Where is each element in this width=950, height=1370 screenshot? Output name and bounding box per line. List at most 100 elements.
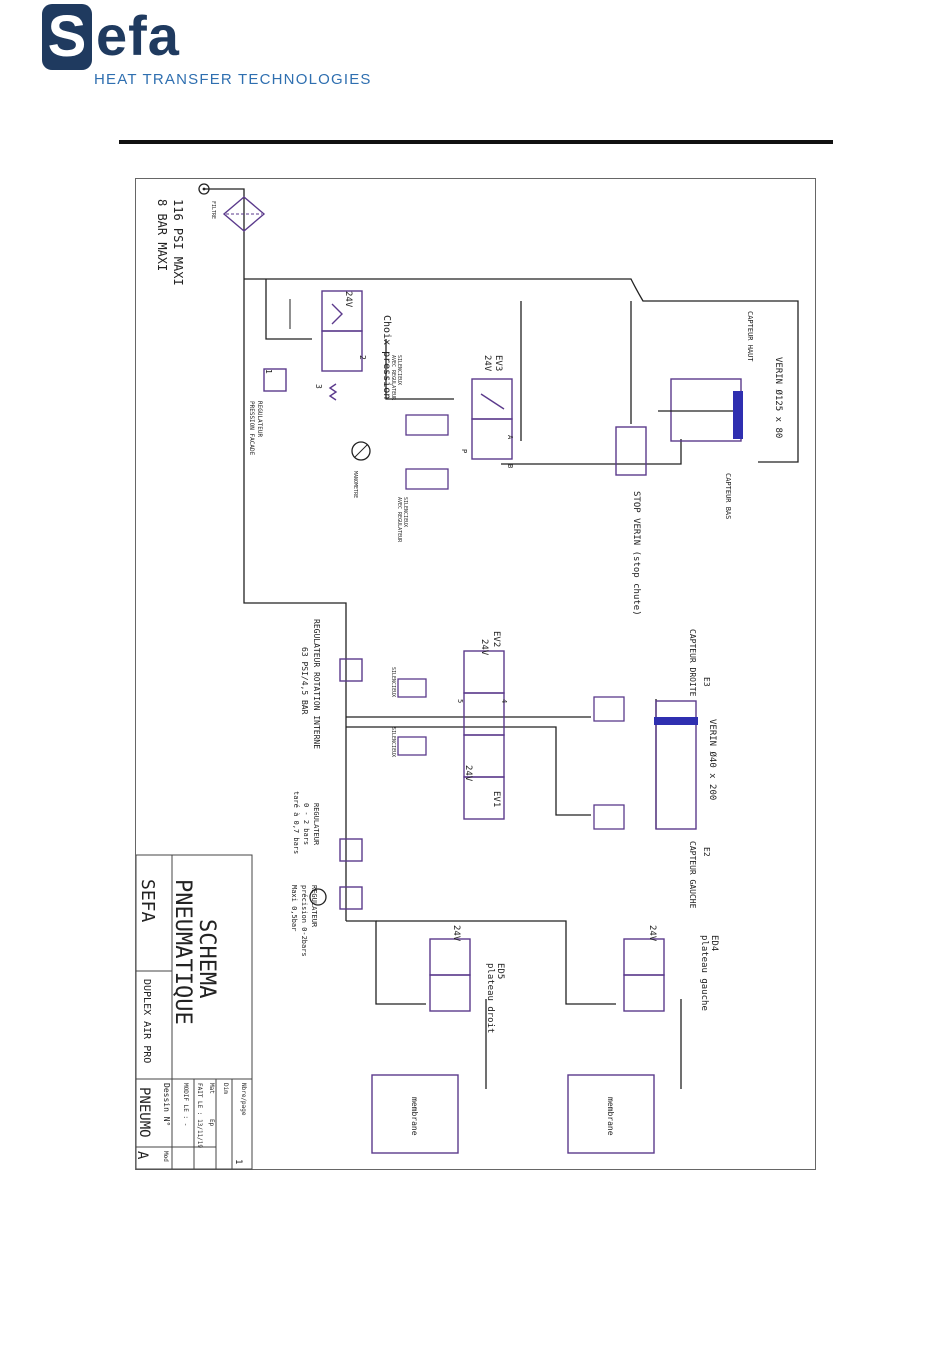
pression-facade-label: PRESSION FACADE bbox=[248, 401, 255, 456]
ev2-24v-label: 24V bbox=[479, 639, 489, 656]
ev2-ev1-valve bbox=[463, 650, 505, 820]
port-5-label: 5 bbox=[456, 699, 464, 703]
port-p-label: P bbox=[460, 449, 468, 453]
regulateur-facade-label: REGULATEUR bbox=[256, 401, 263, 438]
port-1-label: 1 bbox=[264, 369, 273, 374]
title-mat-label: Mat bbox=[208, 1083, 215, 1094]
silencieux-regulateur-2-icon bbox=[405, 468, 449, 490]
pneumatic-schematic: FILTRE 116 PSI MAXI 8 BAR MAXI 24V Choix… bbox=[136, 183, 799, 1170]
port-2-label: 2 bbox=[358, 355, 367, 360]
logo-mark: S bbox=[42, 4, 92, 70]
port-3-label: 3 bbox=[314, 384, 323, 389]
verin-125-icon bbox=[670, 378, 742, 442]
title-code: PNEUMO bbox=[136, 1087, 152, 1138]
ed5-label: ED5 bbox=[495, 963, 505, 979]
manometre-icon bbox=[351, 441, 371, 461]
title-rev: A bbox=[136, 1151, 150, 1160]
reg-rotation-label: REGULATEUR ROTATION INTERNE bbox=[312, 619, 321, 749]
flow-regulator-2-icon bbox=[593, 804, 625, 830]
verin-40-icon bbox=[655, 700, 697, 830]
choix-pression-label: Choix pression bbox=[381, 315, 392, 399]
ed4-sub-label: plateau gauche bbox=[699, 935, 709, 1011]
reg-prec-range: précision 0-2bars bbox=[300, 885, 308, 957]
flow-regulator-1-icon bbox=[593, 696, 625, 722]
reg-02-label: REGULATEUR bbox=[312, 803, 320, 846]
psi-maxi-label: 116 PSI MAXI bbox=[171, 199, 185, 286]
choix-pression-valve bbox=[321, 290, 363, 401]
regulateur-rotation-icon bbox=[339, 658, 363, 682]
logo-tagline: HEAT TRANSFER TECHNOLOGIES bbox=[94, 71, 372, 88]
title-dessin-label: Dessin N° bbox=[162, 1083, 171, 1126]
ed4-valve bbox=[623, 938, 665, 1012]
title-nbre-page-label: Nbre/page bbox=[240, 1083, 247, 1116]
ed4-label: ED4 bbox=[709, 935, 719, 951]
title-company: SEFA bbox=[137, 879, 158, 923]
bar-maxi-label: 8 BAR MAXI bbox=[155, 199, 169, 271]
title-nbre-page-value: 1 bbox=[233, 1159, 243, 1164]
ed4-24v-label: 24V bbox=[647, 925, 657, 942]
ed5-valve bbox=[429, 938, 471, 1012]
stop-verin-label: STOP VERIN (stop chute) bbox=[631, 491, 641, 616]
reg-prec-max: Maxi 0,5bar bbox=[290, 885, 298, 931]
ev-choix-feed bbox=[265, 279, 312, 340]
verin-40-piston bbox=[654, 717, 698, 725]
verin-125-label: VERIN Ø125 x 80 bbox=[773, 357, 784, 438]
top-supply-line bbox=[244, 278, 799, 463]
regulateur-02-icon bbox=[339, 838, 363, 862]
main-supply-line bbox=[204, 188, 347, 921]
title-fait-le: FAIT LE : 13/11/19 bbox=[196, 1083, 203, 1148]
silencieux-reg-1b-label: AVEC REGULATEUR bbox=[390, 355, 396, 401]
port-a-label: A bbox=[506, 435, 514, 440]
port-4-label: 4 bbox=[500, 699, 508, 703]
e3-label: E3 bbox=[702, 677, 711, 687]
silencieux-b-label: SILENCIEUX bbox=[390, 727, 396, 757]
silencieux-reg-1-label: SILENCIEUX bbox=[396, 355, 402, 385]
title-mod-label: Mod bbox=[162, 1151, 169, 1162]
membrane-2-label: membrane bbox=[606, 1097, 615, 1136]
membrane-1-icon bbox=[371, 1074, 459, 1154]
ev-line-2 bbox=[346, 726, 591, 816]
silencieux-a-icon bbox=[397, 678, 427, 698]
ed5-24v-label: 24V bbox=[451, 925, 461, 942]
ev1-24v-label: 24V bbox=[463, 765, 473, 782]
regulateur-facade-icon bbox=[263, 368, 287, 392]
reg-prec-label: REGULATEUR bbox=[310, 885, 318, 928]
title-project: DUPLEX AIR PRO bbox=[141, 979, 152, 1063]
capteur-droite-label: CAPTEUR DROITE bbox=[688, 629, 697, 697]
logo-wordmark: efa bbox=[96, 4, 180, 67]
ev1-label: EV1 bbox=[491, 791, 501, 807]
reg-02-setting: taré à 0,7 bars bbox=[292, 791, 300, 854]
choix-24v-label: 24V bbox=[343, 291, 353, 308]
ed5-feed bbox=[346, 920, 426, 1005]
reg-rotation-value: 63 PSI/4,5 BAR bbox=[300, 647, 309, 715]
title-block bbox=[136, 854, 253, 1170]
regulateur-precision-icon bbox=[339, 886, 363, 910]
title-pneumatique: PNEUMATIQUE bbox=[170, 879, 195, 1025]
ev3-b-line bbox=[501, 439, 682, 465]
stop-verin-icon bbox=[615, 426, 647, 476]
membrane-1-label: membrane bbox=[410, 1097, 419, 1136]
filtre-label: FILTRE bbox=[210, 201, 216, 219]
reg-02-range: 0 - 2 bars bbox=[302, 803, 310, 845]
supply-port-icon bbox=[198, 183, 210, 195]
title-ep-label: Ep bbox=[208, 1119, 215, 1127]
header-rule bbox=[119, 140, 833, 144]
ev2-label: EV2 bbox=[491, 631, 501, 647]
ed4-feed bbox=[376, 920, 616, 1005]
port-b-label: B bbox=[506, 464, 514, 468]
manometre-2-icon bbox=[309, 888, 327, 906]
ed5-sub-label: plateau droit bbox=[485, 963, 495, 1033]
ev3-24v-label: 24V bbox=[482, 355, 492, 372]
drawing-sheet: FILTRE 116 PSI MAXI 8 BAR MAXI 24V Choix… bbox=[135, 178, 816, 1170]
ev3-label: EV3 bbox=[493, 355, 503, 371]
sefa-logo: S efa HEAT TRANSFER TECHNOLOGIES bbox=[42, 4, 382, 94]
verin-40-label: VERIN Ø40 x 200 bbox=[707, 719, 718, 800]
silencieux-reg-2b-label: AVEC REGULATEUR bbox=[396, 497, 402, 543]
title-schema: SCHEMA bbox=[194, 919, 219, 998]
filter-icon bbox=[222, 196, 266, 232]
manometre-label: MANOMETRE bbox=[352, 471, 358, 498]
title-modif-le: MODIF LE : - bbox=[182, 1083, 189, 1126]
choix-to-ev3 bbox=[385, 339, 454, 400]
silencieux-regulateur-1-icon bbox=[405, 414, 449, 436]
silencieux-b-icon bbox=[397, 736, 427, 756]
